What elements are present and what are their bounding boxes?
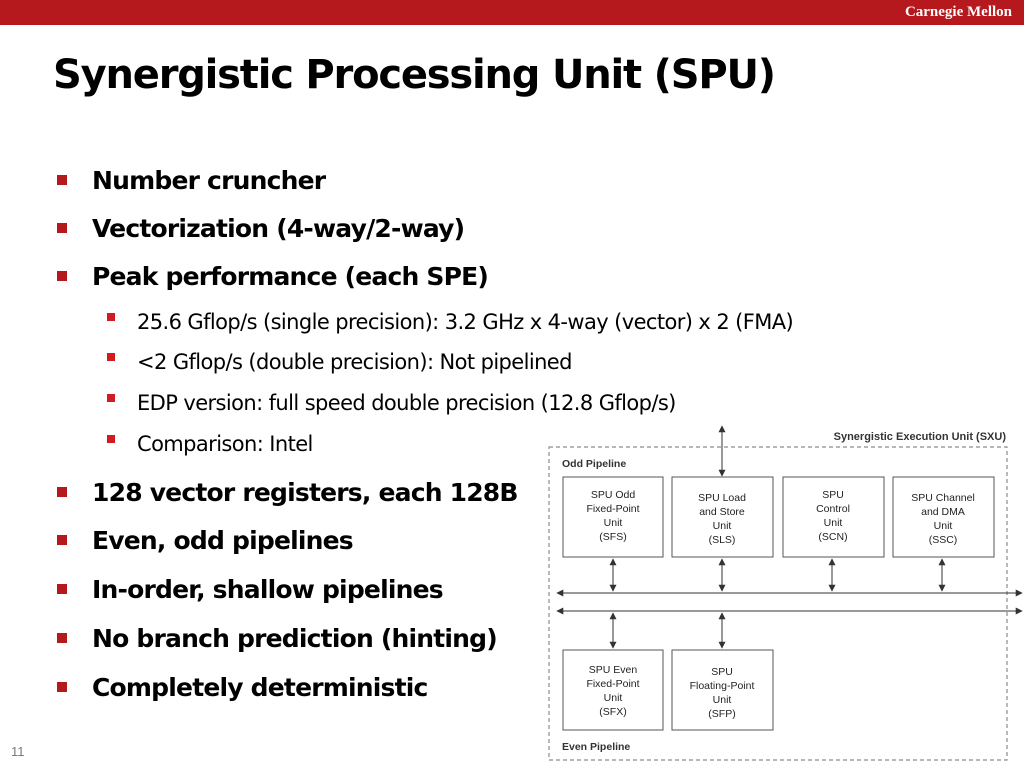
svg-text:(SLS): (SLS)	[709, 534, 736, 546]
sxu-title: Synergistic Execution Unit (SXU)	[834, 431, 1007, 443]
unit-box-sfs: SPU Odd Fixed-Point Unit (SFS)	[562, 476, 664, 558]
svg-text:Unit: Unit	[824, 517, 843, 529]
svg-text:Unit: Unit	[604, 517, 623, 529]
unit-box-ssc: SPU Channel and DMA Unit (SSC)	[892, 476, 995, 558]
svg-text:and DMA: and DMA	[921, 506, 965, 518]
svg-text:SPU: SPU	[711, 666, 733, 678]
svg-text:Control: Control	[816, 503, 850, 515]
svg-text:(SFP): (SFP)	[708, 708, 735, 720]
unit-box-scn: SPU Control Unit (SCN)	[782, 476, 885, 558]
even-pipeline-label: Even Pipeline	[562, 741, 630, 753]
unit-box-sls: SPU Load and Store Unit (SLS)	[671, 476, 774, 558]
svg-text:Unit: Unit	[713, 520, 732, 532]
brand-logo-text: Carnegie Mellon	[904, 4, 1012, 20]
slide-page-number: 11	[11, 744, 25, 759]
slide-title: Synergistic Processing Unit (SPU)	[53, 52, 776, 98]
svg-text:Unit: Unit	[604, 692, 623, 704]
svg-text:SPU: SPU	[822, 489, 844, 501]
svg-text:SPU Odd: SPU Odd	[591, 489, 636, 501]
unit-box-sfp: SPU Floating-Point Unit (SFP)	[671, 649, 774, 731]
svg-text:(SSC): (SSC)	[929, 534, 958, 546]
svg-text:(SFX): (SFX)	[599, 706, 626, 718]
svg-text:Unit: Unit	[934, 520, 953, 532]
top-banner: Carnegie Mellon	[0, 0, 1024, 25]
svg-text:SPU Load: SPU Load	[698, 492, 746, 504]
svg-text:(SFS): (SFS)	[599, 531, 626, 543]
svg-text:Fixed-Point: Fixed-Point	[586, 678, 639, 690]
svg-text:Fixed-Point: Fixed-Point	[586, 503, 639, 515]
svg-text:Floating-Point: Floating-Point	[690, 680, 755, 692]
svg-text:SPU Even: SPU Even	[589, 664, 638, 676]
svg-text:and Store: and Store	[699, 506, 745, 518]
unit-box-sfx: SPU Even Fixed-Point Unit (SFX)	[562, 649, 664, 731]
svg-text:SPU Channel: SPU Channel	[911, 492, 975, 504]
odd-pipeline-label: Odd Pipeline	[562, 458, 626, 470]
svg-text:(SCN): (SCN)	[818, 531, 847, 543]
svg-text:Unit: Unit	[713, 694, 732, 706]
